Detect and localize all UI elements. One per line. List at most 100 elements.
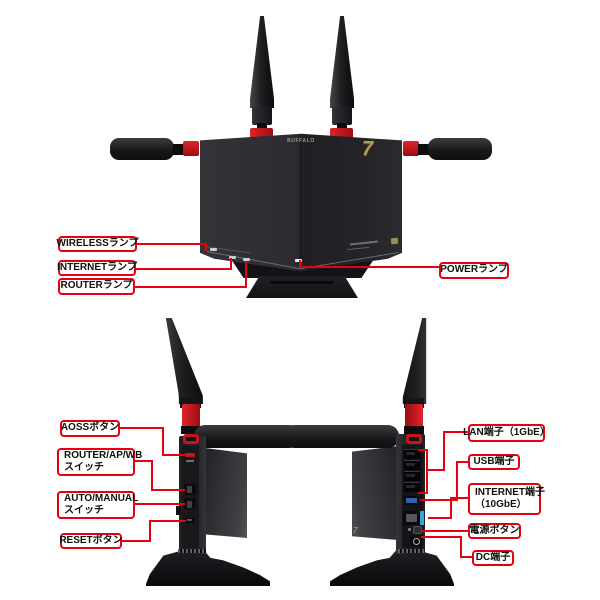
front-antenna-horizontal-right xyxy=(428,138,492,160)
callout-router-lamp: ROUTERランプ xyxy=(58,278,135,295)
line-internet-h xyxy=(135,268,232,270)
right-antenna-connector xyxy=(405,404,423,428)
front-antenna-collar-left xyxy=(252,106,272,125)
line-aoss-v xyxy=(162,427,164,456)
wireless-lamp xyxy=(210,248,217,251)
callout-dc-jack: DC端子 xyxy=(472,550,514,566)
line-router-v xyxy=(245,261,247,288)
callout-reset-button-text: RESETボタン xyxy=(59,534,123,546)
line-dc-h1 xyxy=(421,536,462,538)
front-antenna-neck-hright xyxy=(418,144,429,155)
brand-logo: BUFFALO xyxy=(287,138,315,144)
router-lamp xyxy=(243,258,250,261)
left-body-tab xyxy=(176,506,181,515)
internet-port-blue-clip xyxy=(420,511,424,525)
line-wireless-v xyxy=(205,243,207,251)
power-button xyxy=(413,526,422,534)
callout-aoss-button-text: AOSSボタン xyxy=(60,422,120,434)
auto-manual-switch-knob xyxy=(187,501,192,508)
line-usb-h2 xyxy=(456,461,468,463)
left-antenna-vertical-body xyxy=(165,318,203,404)
lan-port-3-pins xyxy=(406,474,415,477)
line-lan-h xyxy=(443,431,468,433)
callout-power-lamp: POWERランプ xyxy=(439,262,509,279)
right-panel-emblem: 7 xyxy=(353,526,358,535)
callout-wireless-lamp-text: WIRELESSランプ xyxy=(56,237,139,249)
line-reset-h1 xyxy=(122,540,151,542)
line-inet-h2 xyxy=(450,497,468,499)
callout-internet-port-line2: （10GbE） xyxy=(475,499,527,510)
callout-router-lamp-text: ROUTERランプ xyxy=(60,280,133,292)
line-usb-v xyxy=(456,461,458,501)
callout-reset-button: RESETボタン xyxy=(59,533,123,549)
callout-internet-lamp: INTERNETランプ xyxy=(57,260,137,276)
front-antenna-vertical-right xyxy=(330,16,354,108)
emblem-7: 7 xyxy=(362,138,374,160)
right-vent-grille xyxy=(398,549,424,553)
line-power-v xyxy=(299,260,301,268)
aoss-label-mark xyxy=(186,460,194,462)
front-antenna-connector-hleft xyxy=(183,141,199,156)
callout-power-button: 電源ボタン xyxy=(468,523,521,539)
callout-lan-ports: LAN端子（1GbE） xyxy=(463,424,550,442)
callout-usb-port: USB端子 xyxy=(468,454,520,470)
power-lamp xyxy=(295,259,302,262)
front-antenna-collar-right xyxy=(332,106,352,125)
left-rear-panel xyxy=(205,448,247,538)
line-aoss-h2 xyxy=(162,454,186,456)
dc-jack-pin xyxy=(413,538,420,545)
callout-dc-jack-text: DC端子 xyxy=(475,551,511,563)
callout-power-button-text: 電源ボタン xyxy=(469,524,520,536)
aoss-button xyxy=(185,453,195,457)
right-base xyxy=(330,549,454,586)
left-antenna-collar xyxy=(180,398,201,408)
callout-auto-manual-switch: AUTO/MANUAL スイッチ xyxy=(57,491,138,519)
line-inet-v xyxy=(450,497,452,519)
right-antenna-band xyxy=(404,426,424,434)
line-wireless-h xyxy=(136,243,207,245)
front-stand xyxy=(246,276,358,298)
callout-power-lamp-text: POWERランプ xyxy=(440,264,508,276)
line-usb-h1 xyxy=(420,499,458,501)
lan-port-1-pins xyxy=(406,452,415,455)
power-button-mark xyxy=(408,528,411,531)
callout-internet-lamp-text: INTERNETランプ xyxy=(57,261,137,273)
line-lan-tick-top xyxy=(418,449,428,451)
line-inet-h1 xyxy=(428,517,452,519)
line-aoss-h1 xyxy=(120,427,164,429)
lan-port-2-pins xyxy=(406,463,415,466)
callout-internet-port-line1: INTERNET端子 xyxy=(475,486,545,498)
front-antenna-horizontal-left xyxy=(110,138,174,160)
front-body-crease xyxy=(300,136,301,266)
line-lan-bracket xyxy=(426,449,428,494)
front-antenna-vertical-left xyxy=(250,16,274,108)
line-lan-bridge xyxy=(427,469,445,471)
line-mode-h2 xyxy=(151,489,185,491)
line-mode-h1 xyxy=(135,460,153,462)
right-antenna-collar xyxy=(404,398,424,408)
front-antenna-neck-left xyxy=(257,123,267,130)
line-auto-h xyxy=(135,503,185,505)
mode-switch-knob xyxy=(187,486,192,493)
front-antenna-connector-hright xyxy=(403,141,419,156)
line-power-h xyxy=(299,266,440,268)
line-reset-h2 xyxy=(149,520,186,522)
internet-port-inner xyxy=(406,514,417,522)
line-lan-tick-bottom xyxy=(418,492,428,494)
line-lan-v xyxy=(443,431,445,471)
left-base xyxy=(146,549,270,586)
usb-port-tongue xyxy=(406,498,417,503)
left-vent-grille xyxy=(178,549,206,553)
right-horizontal-antenna xyxy=(283,425,399,448)
left-antenna-connector xyxy=(182,404,200,428)
callout-aoss-button: AOSSボタン xyxy=(60,420,120,437)
callout-mode-switch-line1: ROUTER/AP/WB xyxy=(64,449,143,461)
line-internet-v xyxy=(230,258,232,270)
line-dc-v xyxy=(460,536,462,558)
callout-mode-switch: ROUTER/AP/WB スイッチ xyxy=(57,448,142,476)
lan-port-4-pins xyxy=(406,485,415,488)
callout-auto-manual-line2: スイッチ xyxy=(64,505,104,516)
line-powerbtn-h xyxy=(422,530,468,532)
front-body xyxy=(200,133,402,272)
right-antenna-vertical xyxy=(402,318,427,404)
